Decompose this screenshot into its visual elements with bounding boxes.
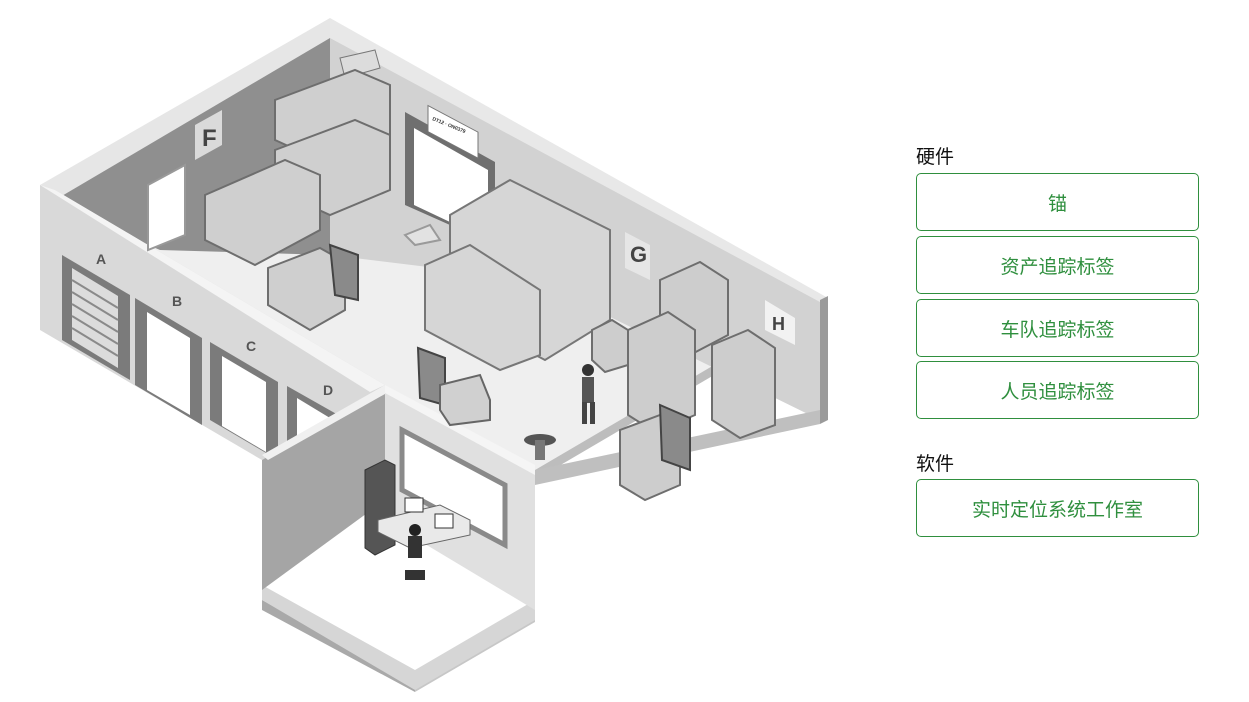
office-base [262,585,535,690]
dock-door-a [62,255,130,380]
zone-label-f: F [202,125,217,152]
right-wall-edge [820,296,828,424]
worker-figure [582,364,595,424]
fleet-tag-button[interactable]: 车队追踪标签 [916,299,1199,357]
door-label-b: B [172,293,182,309]
office-front-wall-top [385,385,535,475]
office-floor-edge [262,600,415,692]
office-left-wall [262,390,385,590]
back-right-wall [330,18,828,302]
anchor-button[interactable]: 锚 [916,173,1199,231]
dock-wall-top [40,185,385,392]
zone-label-h: H [772,314,785,334]
office-left-wall-top [262,385,392,460]
office-window [399,425,508,550]
zone-sign-g-panel [625,232,650,280]
zone-label-g: G [630,242,647,267]
rtls-studio-button[interactable]: 实时定位系统工作室 [916,479,1199,537]
personnel-tag-button[interactable]: 人员追踪标签 [916,361,1199,419]
warehouse-illustration: A B C D F G H DT12 · ON0379 [40,18,828,692]
back-left-wall [40,18,330,200]
server-rack [364,459,396,556]
pallet-racks-center [424,178,611,372]
dock-door-c [210,342,278,460]
operator-desk [377,497,471,580]
zone-sign-f-panel [195,110,222,160]
hardware-section-title: 硬件 [916,146,955,168]
floor-anchor-device [524,434,556,460]
dock-door-b [135,298,202,425]
small-cart [439,373,491,427]
asset-tag-button[interactable]: 资产追踪标签 [916,236,1199,294]
door-label-d: D [323,382,333,398]
dock-wall [40,185,385,460]
software-section-title: 软件 [916,453,955,475]
zone-sign-h-panel [765,300,795,345]
door-label-c: C [246,338,256,354]
pallet-racks-left [204,68,391,332]
side-door [147,163,186,252]
floor-arrow-marker [403,223,442,247]
door-label-a: A [96,251,106,267]
